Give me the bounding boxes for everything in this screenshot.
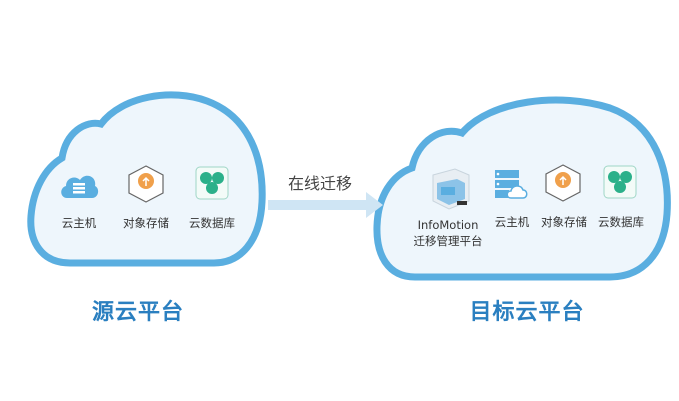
cloud-database-icon [603, 165, 637, 203]
cloud-host-icon [494, 169, 528, 203]
source-item-label: 云主机 [61, 216, 97, 230]
cloud-database-icon [195, 166, 229, 204]
target-title: 目标云平台 [469, 300, 585, 325]
target-item-label: 云主机 [494, 215, 530, 229]
platform-label: 迁移管理平台 [413, 234, 483, 248]
platform-name: InfoMotion [417, 218, 479, 232]
source-title: 源云平台 [91, 300, 185, 325]
cloud-server-icon [59, 170, 99, 204]
migration-label: 在线迁移 [287, 174, 353, 193]
target-item-label: 云数据库 [598, 215, 644, 229]
infomotion-box-icon [427, 165, 473, 215]
source-item-label: 云数据库 [189, 216, 235, 230]
target-item-label: 对象存储 [541, 215, 587, 229]
migration-arrow [268, 192, 383, 218]
object-storage-icon [126, 164, 166, 208]
object-storage-icon [543, 163, 583, 207]
source-item-label: 对象存储 [123, 216, 169, 230]
